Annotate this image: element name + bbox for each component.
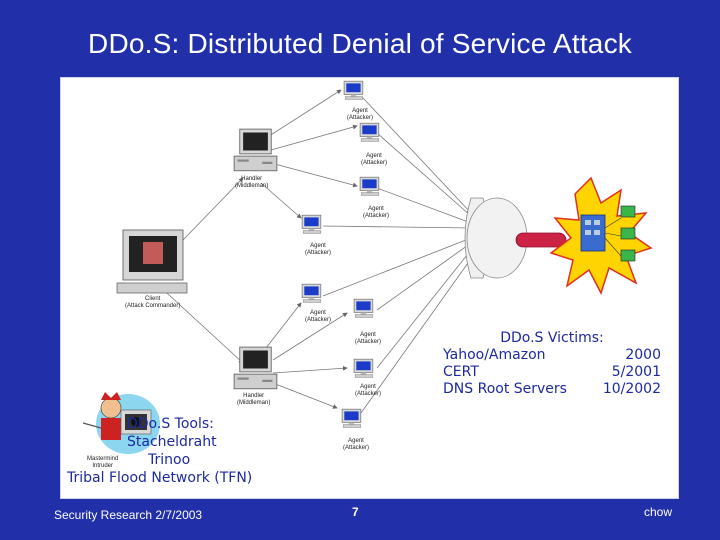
footer-right: chow [644,505,673,519]
tool-item: Tribal Flood Network (TFN) [67,470,253,486]
mastermind-intruder [82,392,160,454]
handler-computer-bottom [233,346,278,390]
agent-label-1: Agent(Attacker) [347,108,374,121]
agent-label-5: Agent(Attacker) [305,310,332,323]
connection-lines [155,89,474,414]
client-computer [116,229,188,294]
tool-item: Trinoo [148,452,191,468]
tools-list: DDo.S Tools: Stacheldraht Trinoo Tribal … [67,415,252,487]
agent-label-3: Agent(Attacker) [363,206,390,219]
ddos-diagram [82,80,653,454]
page-number: 7 [352,505,359,519]
diagram-panel: Agent(Attacker) Agent(Attacker) Agent(At… [60,77,679,499]
victim-burst [549,176,653,295]
agent-label-8: Agent(Attacker) [343,438,370,451]
client-label: Client(Attack Commander) [125,296,181,309]
agent-label-2: Agent(Attacker) [361,153,388,166]
agent-label-7: Agent(Attacker) [355,384,382,397]
tools-heading: DDo.S Tools: [127,416,214,432]
victims-heading: DDo.S Victims: [500,330,604,346]
handler-label-top: Handler(Middleman) [235,176,269,189]
handler-label-bottom: Handler(Middleman) [237,393,271,406]
tool-item: Stacheldraht [127,434,217,450]
attack-pipe [464,197,567,279]
agent-label-6: Agent(Attacker) [355,332,382,345]
slide-title: DDo.S: Distributed Denial of Service Att… [88,28,632,59]
agent-label-4: Agent(Attacker) [305,243,332,256]
handler-computer-top [233,128,278,172]
footer-left: Security Research 2/7/2003 [54,508,203,522]
